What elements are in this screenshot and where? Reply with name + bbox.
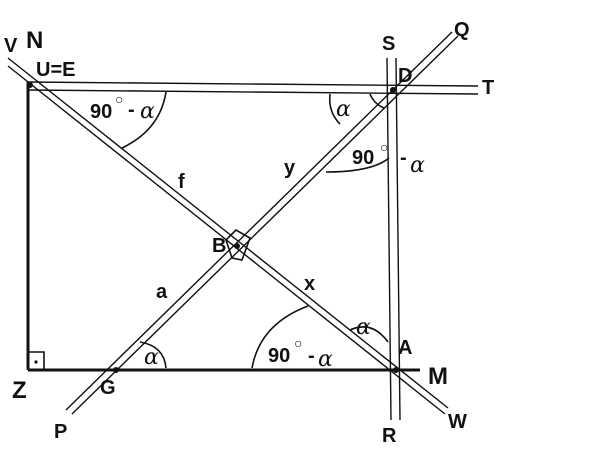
label-S: S	[382, 33, 395, 55]
label-B: B	[212, 235, 226, 257]
right-angle-mark-B	[225, 229, 251, 261]
label-UE: U=E	[36, 59, 75, 81]
angle-arc-small-D	[369, 93, 385, 109]
point-B	[234, 243, 240, 249]
label-R: R	[382, 425, 397, 447]
angle-top-left-degree: ○	[115, 91, 123, 107]
label-M: M	[428, 363, 448, 390]
angle-top-left-alpha: α	[140, 99, 155, 124]
segment-label-x: x	[304, 273, 315, 295]
angle-arc-top-left	[121, 91, 167, 149]
point-D	[390, 87, 396, 93]
top-line-UT-a	[27, 81, 479, 87]
label-A: A	[398, 337, 412, 359]
vertical-line-SR-a	[386, 57, 392, 421]
angle-right-D-minus: -	[400, 147, 407, 169]
segment-label-a: a	[156, 281, 168, 303]
angle-right-D-alpha: α	[410, 153, 425, 178]
right-angle-dot-Z	[34, 360, 38, 364]
point-G	[113, 367, 119, 373]
angle-A-alpha: α	[356, 315, 371, 340]
vertical-line-SR-b	[395, 57, 401, 421]
angle-arc-bottom-A	[251, 305, 309, 369]
label-T: T	[482, 77, 494, 99]
label-D: D	[398, 65, 412, 87]
angle-D-alpha: α	[336, 97, 351, 122]
top-line-UT-b	[27, 89, 479, 95]
angle-bottom-degree: ○	[294, 335, 302, 351]
segment-label-y: y	[284, 157, 296, 179]
angle-bottom-alpha: α	[318, 347, 333, 372]
label-V: V	[4, 35, 18, 57]
label-Q: Q	[454, 19, 470, 41]
label-W: W	[448, 411, 467, 433]
segment-label-f: f	[178, 171, 185, 193]
point-U	[27, 82, 33, 88]
angle-arc-right-D	[325, 157, 390, 173]
angle-top-left-minus: -	[128, 99, 135, 121]
angle-top-left-90: 90	[90, 101, 112, 123]
diagonal-VW-a	[7, 57, 449, 409]
point-A	[393, 367, 399, 373]
label-N: N	[26, 27, 43, 54]
label-P: P	[54, 421, 67, 443]
angle-arc-top-D	[328, 93, 341, 125]
angle-arc-G	[139, 341, 167, 369]
diagonal-PQ-a	[65, 31, 453, 411]
angle-G-alpha: α	[144, 345, 159, 370]
right-angle-mark-Z	[28, 351, 45, 370]
label-Z: Z	[12, 377, 27, 404]
angle-bottom-minus: -	[308, 345, 315, 367]
angle-bottom-90: 90	[268, 345, 290, 367]
label-G: G	[100, 377, 116, 399]
angle-right-D-90: 90	[352, 147, 374, 169]
diagonal-PQ-b	[71, 35, 459, 415]
angle-right-D-degree: ○	[380, 139, 388, 155]
angle-arc-A	[349, 326, 389, 343]
